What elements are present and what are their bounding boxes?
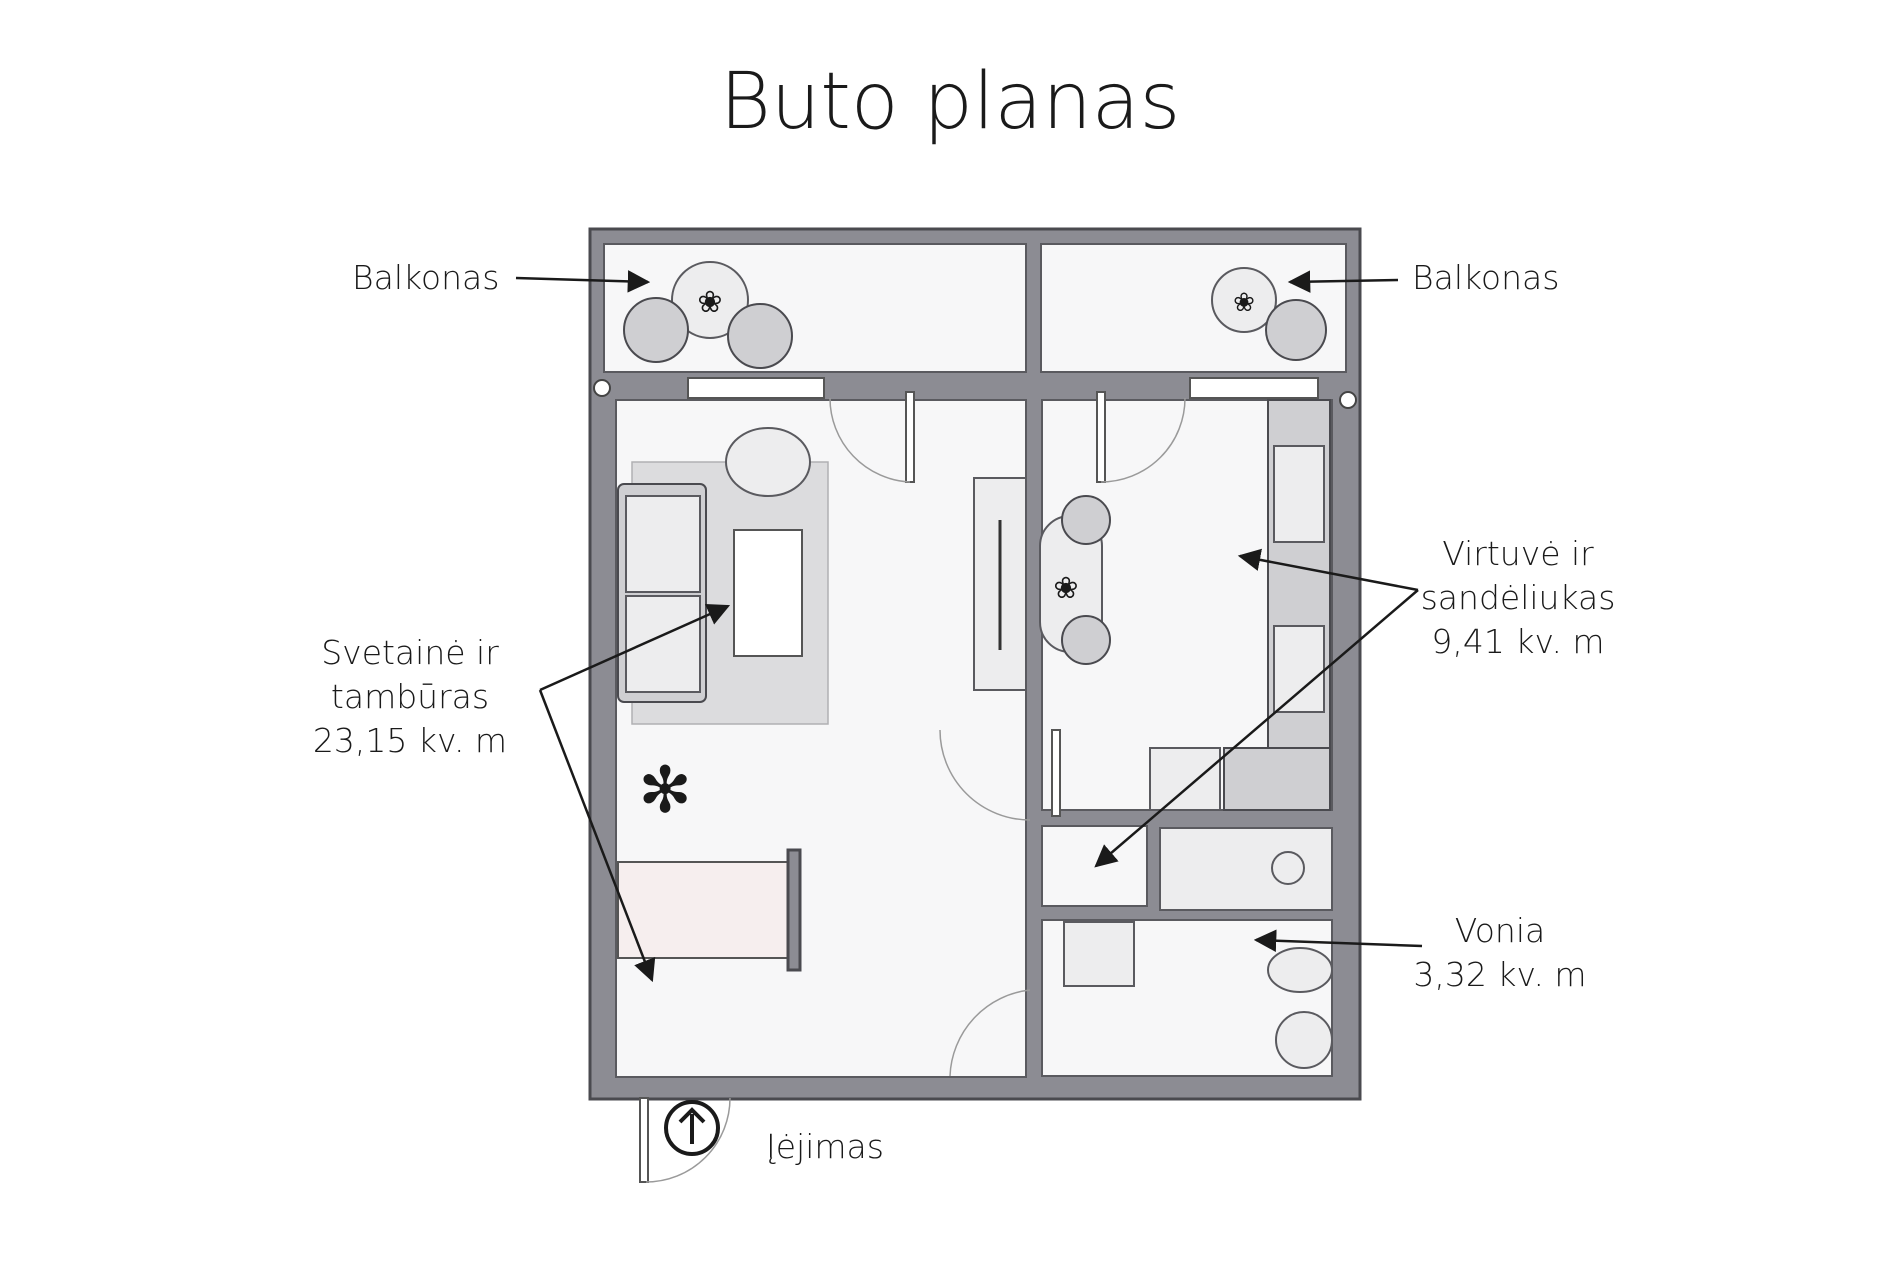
balcony-door-right	[1096, 391, 1106, 483]
arrow-up-circle-icon	[664, 1100, 720, 1156]
dining-chair	[1061, 495, 1111, 545]
kitchen-door-arc	[939, 729, 1031, 821]
storage-arrow	[1094, 589, 1419, 868]
bath-door-arc	[949, 989, 1031, 1077]
sofa-cushion	[625, 495, 701, 593]
bathroom-arrow	[1253, 929, 1423, 952]
tub-sink	[1271, 851, 1305, 885]
balcony-table-right	[1211, 267, 1277, 333]
balcony-chair	[1265, 299, 1327, 361]
balcony-chair	[623, 297, 689, 363]
kitchen-area: 9,41 kv. m	[1431, 622, 1604, 661]
coffee-table	[733, 529, 803, 657]
hall-partition	[786, 848, 802, 972]
living-room-label-line1: Svetainė ir	[321, 633, 499, 672]
sink	[1273, 625, 1325, 713]
armchair	[725, 427, 811, 497]
window-living	[687, 377, 825, 399]
fridge	[1149, 747, 1221, 811]
bath-sink	[1275, 1011, 1333, 1069]
counter-corner	[1223, 747, 1331, 811]
plant-icon: ❀	[697, 285, 722, 320]
kitchen-door	[1051, 729, 1061, 817]
living-room-label-line2: tambūras	[331, 677, 489, 716]
window-kitchen	[1189, 377, 1319, 399]
plant-icon: ❀	[1053, 571, 1078, 606]
balcony-door-right-arc	[1100, 397, 1186, 483]
bathtub	[1159, 827, 1333, 911]
kitchen-label-line1: Virtuvė ir	[1442, 534, 1594, 573]
sofa-cushion	[625, 595, 701, 693]
living-room-area: 23,15 kv. m	[313, 721, 507, 760]
plant-icon: ❀	[1233, 288, 1255, 318]
kitchen-arrow	[1237, 548, 1419, 592]
plant-icon: ✻	[638, 754, 692, 828]
living-room-arrow	[539, 603, 731, 692]
dining-chair	[1061, 615, 1111, 665]
column-left	[593, 379, 611, 397]
toilet	[1267, 947, 1333, 993]
balcony-left-label: Balkonas	[352, 258, 499, 297]
wardrobe	[617, 861, 789, 959]
bathroom-area: 3,32 kv. m	[1413, 955, 1586, 994]
entrance-door	[639, 1097, 649, 1183]
kitchen-label-line2: sandėliukas	[1421, 578, 1616, 617]
entrance-door-arc	[645, 1097, 731, 1183]
balcony-right-arrow	[1287, 270, 1399, 293]
balcony-table-left	[671, 261, 749, 339]
balcony-chair	[727, 303, 793, 369]
balcony-door-left-arc	[829, 397, 911, 483]
storage-floor	[1041, 825, 1148, 907]
column-right	[1339, 391, 1357, 409]
stove	[1273, 445, 1325, 543]
entrance-label: Įėjimas	[766, 1127, 884, 1166]
bathroom-label: Vonia	[1455, 911, 1546, 950]
balcony-right-label: Balkonas	[1412, 258, 1559, 297]
balcony-door-left	[905, 391, 915, 483]
page-title: Buto planas	[720, 57, 1180, 147]
balcony-left-arrow	[515, 270, 651, 293]
hallway-arrow	[538, 689, 656, 983]
washing-machine	[1063, 921, 1135, 987]
